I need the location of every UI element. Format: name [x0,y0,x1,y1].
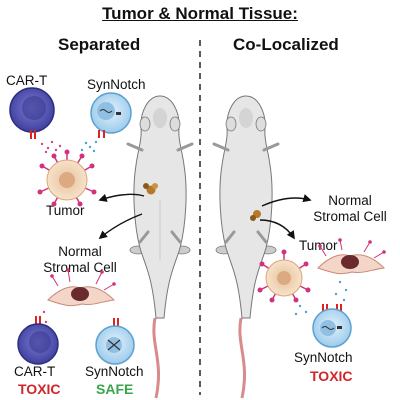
label-stromal-left-line2: Stromal Cell [43,259,117,275]
outcome-toxic-synnotch-right: TOXIC [310,368,353,384]
arrow-icon-to-stromal-right [261,194,312,207]
arrow-icon-to-stromal-left [98,213,143,240]
label-stromal-right-line2: Stromal Cell [313,208,387,224]
label-stromal-left-line1: Normal [58,244,102,259]
mouse-icon-left [126,95,194,399]
signal-dots-left-top-blue [80,140,98,153]
label-car-t-bottom: CAR-T [14,364,56,379]
synnotch-cell-icon-top [90,92,132,138]
heading-colocalized: Co-Localized [233,35,339,54]
heading-separated: Separated [58,35,141,54]
arrow-icon-to-tumor-right [259,219,295,240]
tumor-cell-icon-left [37,149,97,207]
figure-title: Tumor & Normal Tissue: [102,4,298,23]
tumor-cell-icon-right [257,249,311,303]
signal-dots-right [294,280,348,316]
car-t-cell-icon-top [9,87,55,139]
label-synnotch-right: SynNotch [294,350,353,365]
outcome-toxic-car-t: TOXIC [18,381,61,397]
synnotch-cell-icon-right [312,304,352,348]
car-t-cell-icon-bottom [17,316,59,365]
label-synnotch-top: SynNotch [87,77,146,92]
mouse-icon-right [212,95,280,399]
arrow-icon-to-tumor-left [98,193,145,202]
label-synnotch-bottom: SynNotch [85,364,144,379]
stromal-cell-icon-right [317,238,386,275]
label-stromal-right-line1: Normal [328,193,372,208]
label-stromal-right: Normal Stromal Cell [300,193,400,224]
label-tumor-right: Tumor [299,238,338,253]
outcome-safe-synnotch: SAFE [96,381,134,397]
stromal-cell-icon-left [47,268,116,307]
label-stromal-left: Normal Stromal Cell [30,244,130,275]
signal-dots-left-top [40,140,62,154]
synnotch-cell-icon-bottom [95,318,135,365]
label-tumor-left: Tumor [46,203,85,218]
label-car-t-top: CAR-T [6,73,48,88]
